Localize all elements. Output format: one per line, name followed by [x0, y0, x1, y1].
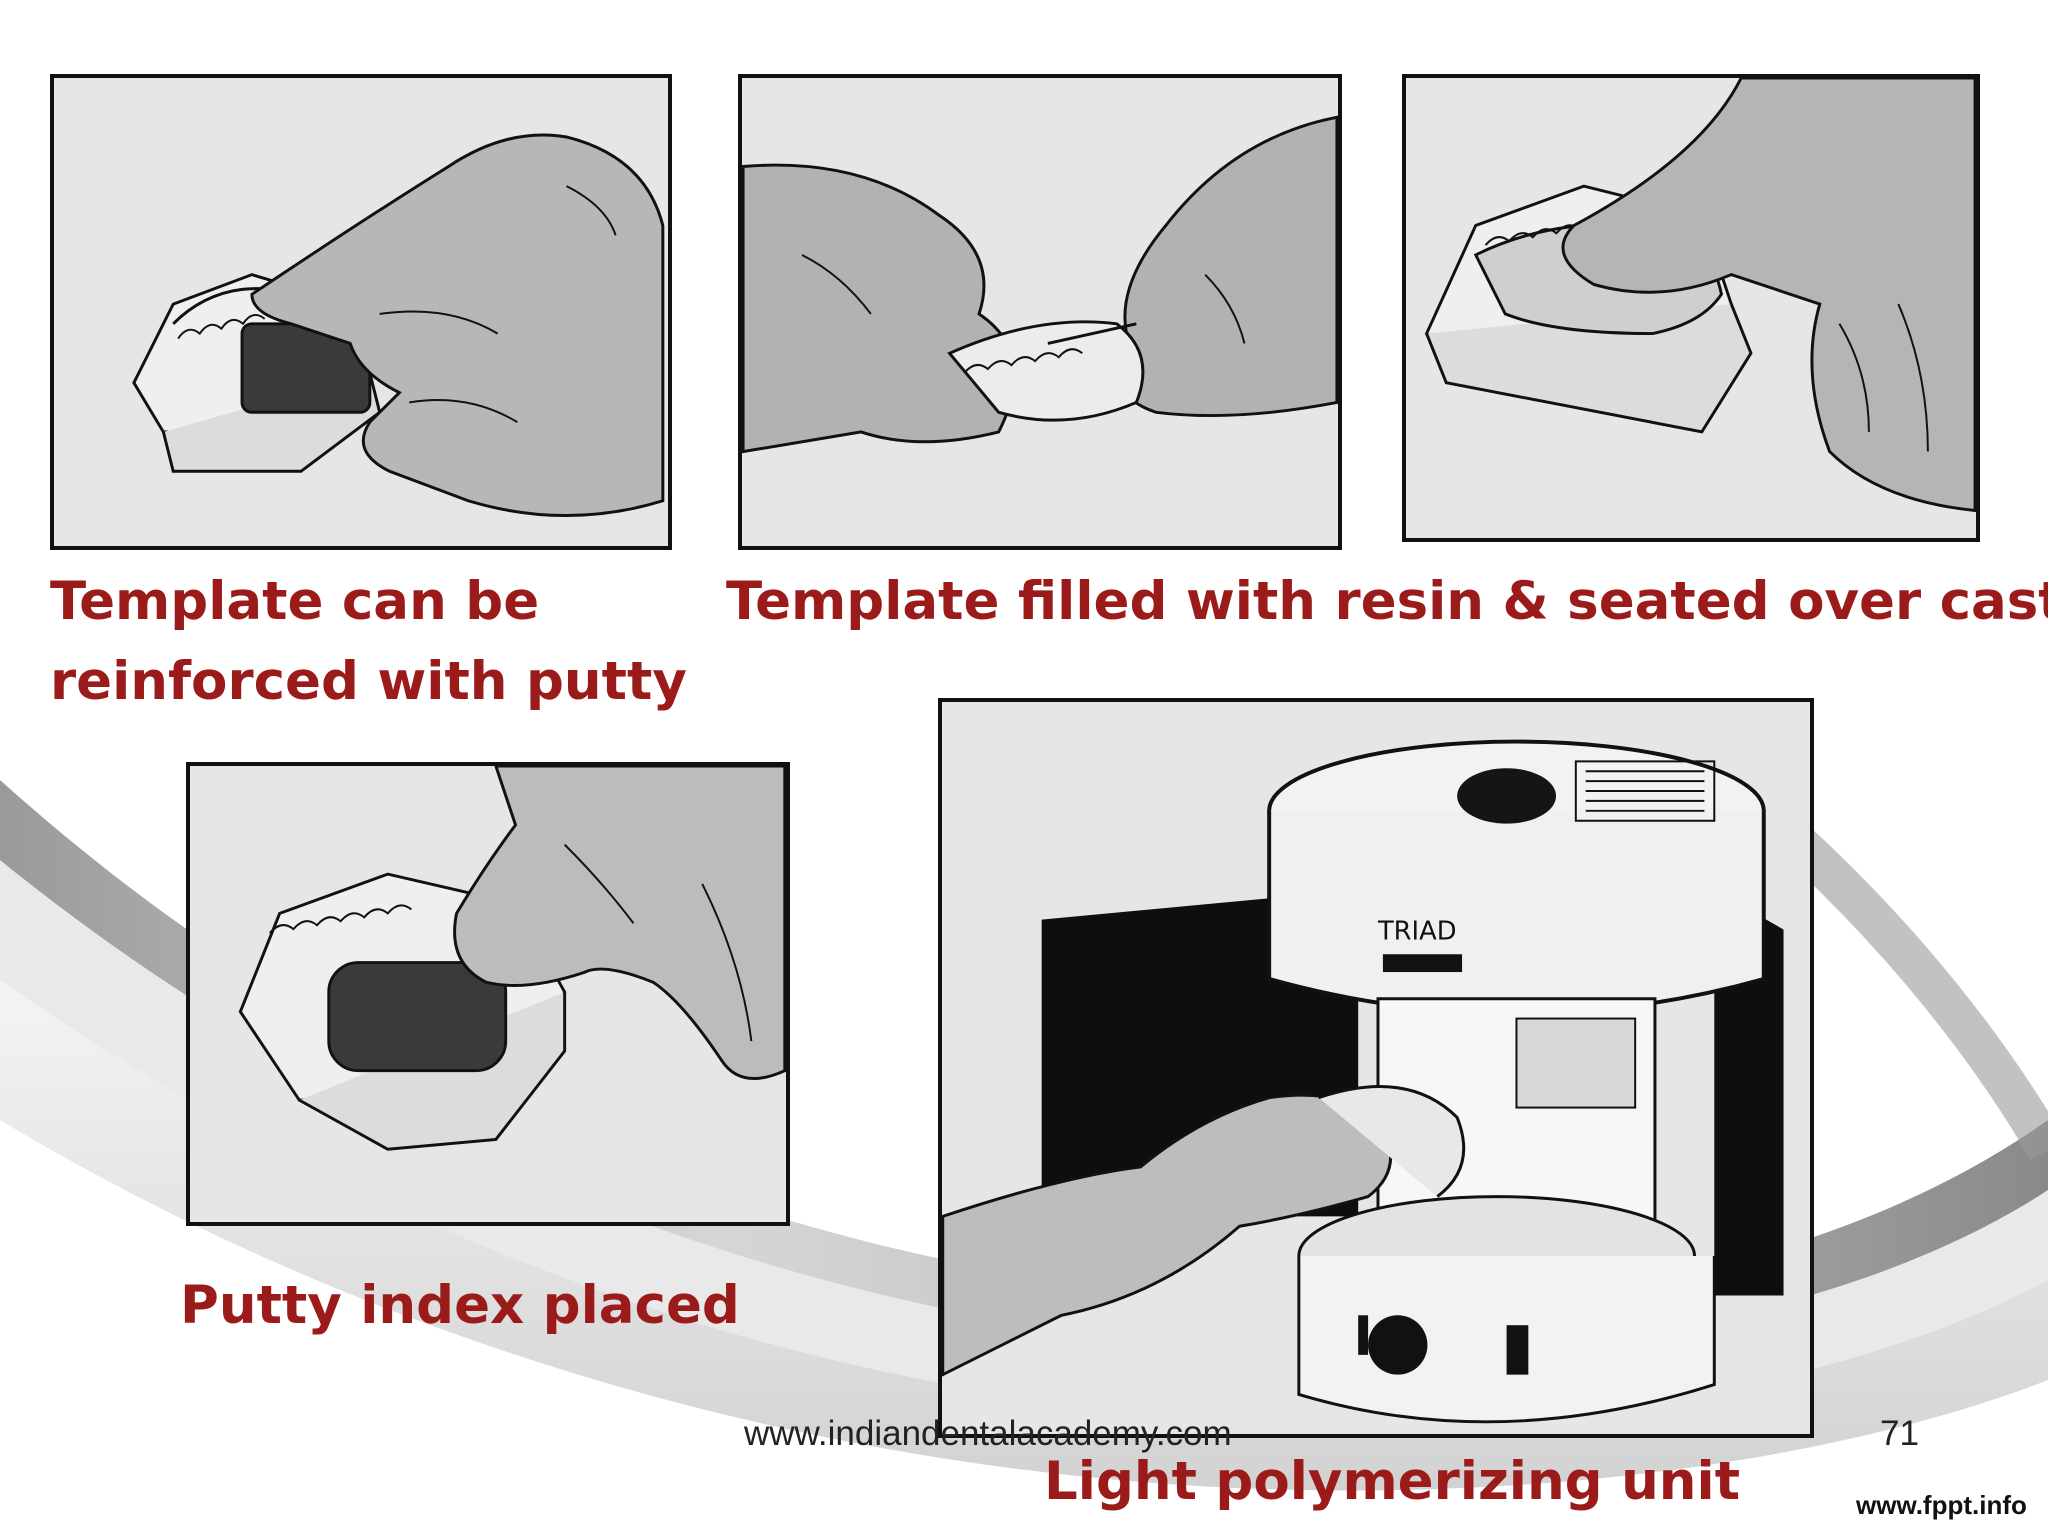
illustration-template-filled — [738, 74, 1342, 550]
illustration-putty-reinforcement — [50, 74, 672, 550]
caption-putty-index-placed: Putty index placed — [180, 1275, 740, 1336]
caption-template-filled: Template filled with resin & seated over… — [726, 571, 2048, 632]
template-seating-drawing — [1424, 78, 1976, 513]
template-brand-link[interactable]: www.fppt.info — [1856, 1490, 2027, 1520]
putty-index-drawing — [238, 766, 786, 1151]
template-filling-drawing — [742, 115, 1338, 454]
device-brand-label: TRIAD — [1377, 916, 1457, 946]
putty-reinforcement-drawing — [132, 133, 665, 517]
caption-template-reinforced: Template can be reinforced with putty — [50, 571, 687, 712]
illustration-light-polymerizing-unit: TRIAD — [938, 698, 1814, 1438]
illustration-template-seated — [1402, 74, 1980, 542]
light-unit-drawing: TRIAD — [942, 739, 1784, 1424]
page-number: 71 — [1880, 1414, 1919, 1453]
footer-url[interactable]: www.indiandentalacademy.com — [744, 1414, 1232, 1453]
illustration-putty-index — [186, 762, 790, 1226]
caption-light-polymerizing-unit: Light polymerizing unit — [1044, 1451, 1741, 1512]
